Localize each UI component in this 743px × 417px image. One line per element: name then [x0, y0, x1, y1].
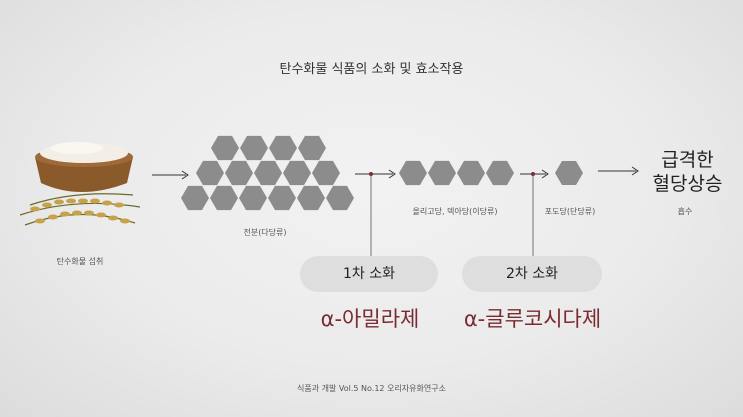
starch-hexagon-cluster: [181, 135, 354, 211]
starch-hexagon: [298, 135, 326, 161]
glucose-hexagon: [555, 161, 583, 185]
starch-hexagon: [269, 135, 297, 161]
starch-hexagon: [312, 160, 340, 186]
arrow-glucose-to-spike: [598, 166, 639, 176]
starch-hexagon: [239, 185, 267, 211]
starch-hexagon: [211, 135, 239, 161]
starch-label: 전분(다당류): [243, 228, 287, 237]
spike-line2: 혈당상승: [652, 173, 723, 195]
second-enzyme: α-글루코시다제: [463, 307, 602, 331]
starch-hexagon: [196, 160, 224, 186]
oligo-hexagon: [428, 160, 456, 186]
starch-hexagon: [181, 185, 209, 211]
starch-hexagon: [210, 185, 238, 211]
absorb-label: 흡수: [677, 207, 693, 216]
arrow-oligo-to-glucose: [520, 169, 549, 256]
first-digestion-label: 1차 소화: [343, 266, 395, 282]
starch-hexagon: [225, 160, 253, 186]
starch-hexagon: [297, 185, 325, 211]
second-digestion-pill: 2차 소화: [462, 256, 602, 292]
starch-hexagon: [326, 185, 354, 211]
spike-line1: 급격한: [661, 149, 714, 171]
oligo-hexagon: [399, 160, 427, 186]
source-footer: 식품과 개발 Vol.5 No.12 오리자유화연구소: [297, 384, 446, 393]
oligo-hexagon: [486, 160, 514, 186]
oligo-hexagon: [457, 160, 485, 186]
oligo-label: 올리고당, 덱아당(이당류): [412, 207, 498, 216]
glucose-label: 포도당(단당류): [544, 207, 596, 216]
first-digestion-pill: 1차 소화: [300, 256, 438, 292]
arrow-intake-to-starch: [152, 170, 189, 180]
oligo-hexagon-row: [399, 160, 514, 186]
starch-hexagon: [268, 185, 296, 211]
intake-label: 탄수화물 섭취: [56, 257, 104, 266]
arrow-starch-to-oligo: [355, 169, 396, 256]
starch-hexagon: [240, 135, 268, 161]
rice-bowl-illustration: [19, 142, 141, 226]
second-digestion-label: 2차 소화: [506, 266, 558, 282]
starch-hexagon: [283, 160, 311, 186]
first-enzyme: α-아밀라제: [320, 307, 420, 331]
diagram-title: 탄수화물 식품의 소화 및 효소작용: [279, 62, 464, 77]
starch-hexagon: [254, 160, 282, 186]
